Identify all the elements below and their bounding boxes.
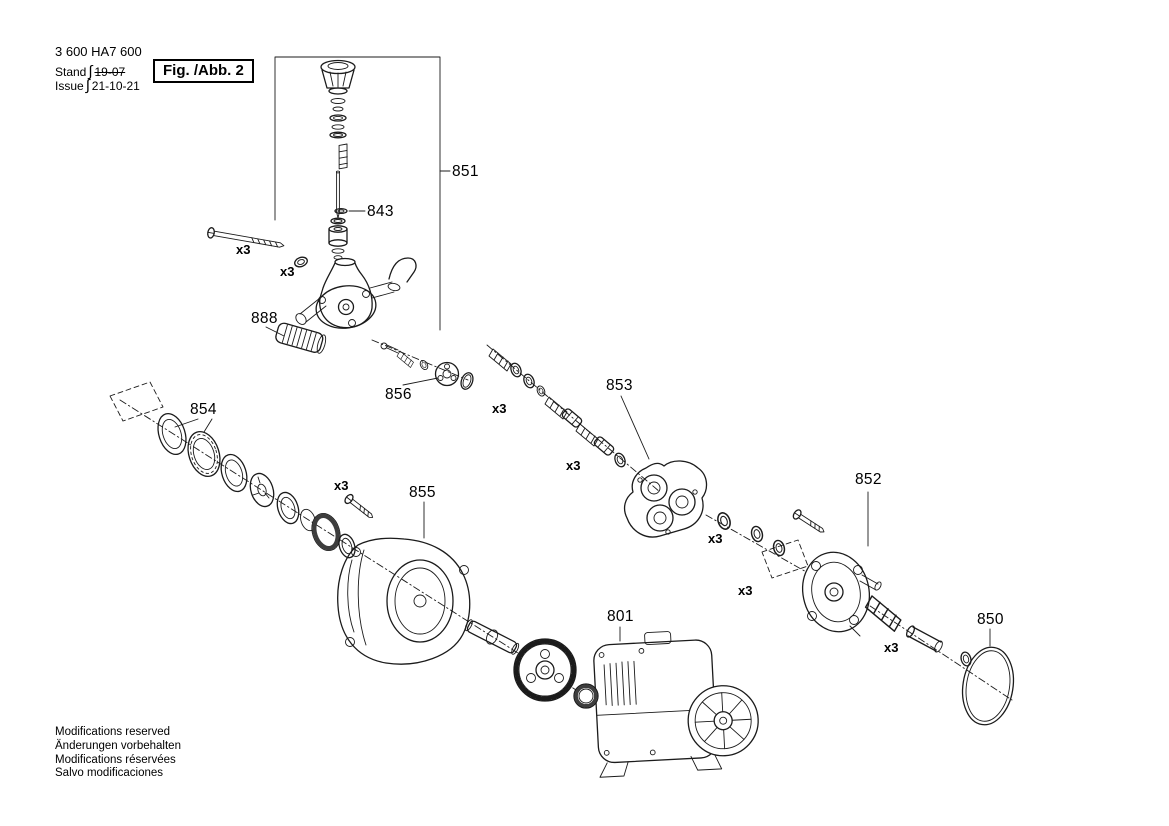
return-spring bbox=[864, 595, 902, 632]
qty-label-washers: x3 bbox=[492, 401, 507, 416]
wire-clip bbox=[388, 257, 417, 283]
qty-label-pistons: x3 bbox=[566, 458, 581, 473]
washer-843 bbox=[334, 207, 348, 215]
drive-gear bbox=[513, 638, 577, 702]
ball-bearing bbox=[573, 683, 599, 709]
stand-line: Stand∫19-07 bbox=[55, 63, 125, 80]
flange-washer bbox=[749, 524, 765, 544]
cylinder-pin bbox=[905, 625, 943, 653]
pump-head-housing bbox=[295, 257, 401, 329]
bearing-flange-852 bbox=[802, 551, 882, 637]
part-label-843: 843 bbox=[367, 203, 394, 220]
modifications-notice: Modifications reserved Änderungen vorbeh… bbox=[55, 726, 181, 781]
part-label-854: 854 bbox=[190, 401, 217, 418]
bearing-seal-chain-854 bbox=[157, 412, 356, 559]
notice-en: Modifications reserved bbox=[55, 726, 171, 738]
flange-screw bbox=[792, 509, 825, 533]
part-label-852: 852 bbox=[855, 471, 882, 488]
document-part-number: 3 600 HA7 600 bbox=[55, 44, 142, 59]
brace-glyph: ∫ bbox=[88, 63, 93, 80]
brace-glyph: ∫ bbox=[85, 77, 90, 94]
issue-value: 21-10-21 bbox=[91, 79, 140, 93]
motor-801 bbox=[593, 631, 759, 778]
qty-label-housing-screws: x3 bbox=[334, 478, 349, 493]
eccentric-shaft bbox=[464, 619, 520, 655]
valve-chain-856 bbox=[380, 342, 474, 390]
o-ring-850 bbox=[961, 646, 1015, 726]
part-label-888: 888 bbox=[251, 310, 278, 327]
figure-label: Fig. /Abb. 2 bbox=[153, 59, 254, 83]
part-label-850: 850 bbox=[977, 611, 1004, 628]
cylinder-block bbox=[623, 460, 708, 538]
coupling-888 bbox=[275, 322, 327, 354]
stand-value: 19-07 bbox=[94, 65, 126, 79]
part-label-851: 851 bbox=[452, 163, 479, 180]
fan-cover bbox=[687, 685, 759, 757]
issue-line: Issue∫21-10-21 bbox=[55, 77, 140, 94]
notice-de: Änderungen vorbehalten bbox=[55, 739, 181, 752]
head-screw bbox=[207, 227, 285, 248]
notice-es: Salvo modificaciones bbox=[55, 767, 164, 780]
part-label-801: 801 bbox=[607, 608, 634, 625]
qty-label-flange-washers: x3 bbox=[738, 583, 753, 598]
housing-screw bbox=[344, 493, 374, 518]
bearing-ring bbox=[714, 510, 734, 532]
notice-fr: Modifications réservées bbox=[55, 753, 176, 766]
leader-lines bbox=[174, 170, 991, 647]
qty-label-orings: x3 bbox=[280, 264, 295, 279]
small-washer bbox=[958, 650, 974, 668]
piston-chain-853 bbox=[488, 348, 708, 538]
issue-label: Issue bbox=[55, 79, 84, 93]
pump-housing-855 bbox=[337, 537, 471, 665]
part-label-856: 856 bbox=[385, 386, 412, 403]
part-label-855: 855 bbox=[409, 484, 436, 501]
stand-label: Stand bbox=[55, 65, 87, 79]
valve-assembly-851 bbox=[274, 56, 441, 331]
qty-label-bearing-rings: x3 bbox=[708, 531, 723, 546]
qty-label-pins: x3 bbox=[884, 640, 899, 655]
part-label-853: 853 bbox=[606, 377, 633, 394]
qty-label-screws: x3 bbox=[236, 242, 251, 257]
small-o-ring bbox=[294, 256, 308, 268]
